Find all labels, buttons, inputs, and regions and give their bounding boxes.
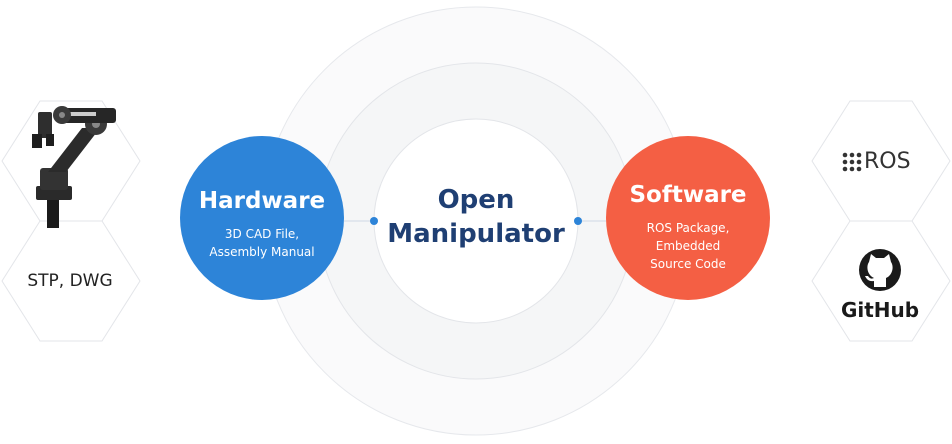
left-connector-dot	[370, 217, 378, 225]
robot-arm-icon	[32, 106, 116, 228]
right-connector-dot	[574, 217, 582, 225]
center-title-line1: Open	[437, 185, 515, 215]
software-subtitle-line2: Embedded	[655, 239, 721, 253]
software-title: Software	[629, 182, 747, 208]
hardware-circle	[180, 136, 344, 300]
software-circle	[606, 136, 770, 300]
hardware-subtitle-line1: 3D CAD File,	[224, 227, 300, 241]
hardware-subtitle: 3D CAD File, Assembly Manual	[180, 225, 344, 261]
software-subtitle: ROS Package, Embedded Source Code	[606, 219, 770, 273]
software-subtitle-line1: ROS Package,	[646, 221, 730, 235]
file-formats-label: STP, DWG	[27, 271, 113, 291]
center-title: Open Manipulator	[376, 183, 576, 251]
hex-file-formats	[1, 220, 141, 342]
hardware-subtitle-line2: Assembly Manual	[209, 245, 315, 259]
github-label: GitHub	[840, 298, 920, 322]
ros-dots-icon	[842, 152, 862, 172]
hardware-title: Hardware	[198, 188, 326, 214]
github-octocat-icon	[859, 249, 901, 291]
software-subtitle-line3: Source Code	[650, 257, 726, 271]
ros-label: ROS	[864, 149, 911, 174]
center-title-line2: Manipulator	[387, 219, 565, 249]
